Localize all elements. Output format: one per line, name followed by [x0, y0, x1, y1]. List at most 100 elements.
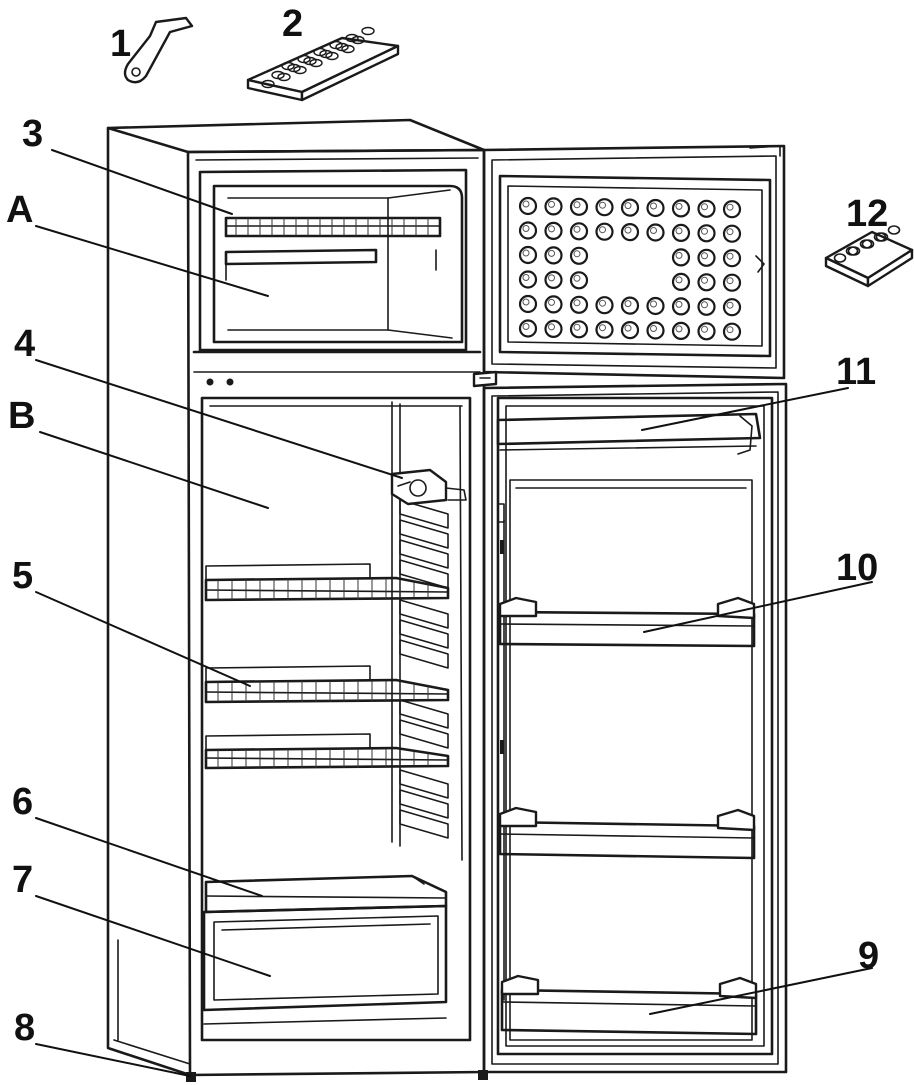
freezer-compartment	[198, 168, 468, 352]
dimple-highlight	[675, 227, 683, 235]
fridge-shelf-1	[204, 563, 450, 602]
egg-cell	[887, 225, 901, 235]
label-8: 8	[14, 1007, 35, 1049]
leader-11	[641, 387, 849, 431]
egg-cell	[875, 232, 889, 242]
egg-cell	[847, 246, 861, 256]
label-12: 12	[846, 193, 888, 235]
fridge-compartment	[200, 396, 472, 1042]
foot-right	[478, 1070, 488, 1080]
dimple-highlight	[701, 252, 708, 260]
leader-4	[35, 359, 403, 479]
fridge-shelf-3	[204, 733, 450, 770]
leader-5	[35, 591, 251, 687]
dimple-highlight	[522, 274, 530, 281]
fridge-shelf-2	[204, 665, 450, 704]
dimple-highlight	[726, 252, 734, 260]
dimple-highlight	[726, 203, 734, 211]
egg-tray	[824, 225, 914, 288]
dimple-highlight	[522, 225, 530, 232]
dimple-highlight	[599, 201, 606, 209]
label-11: 11	[836, 351, 876, 393]
tray-cell	[293, 65, 307, 75]
freezer-door	[482, 144, 786, 380]
ice-scraper	[123, 16, 194, 84]
thermostat-knob	[390, 468, 467, 506]
leader-B	[39, 431, 269, 509]
freezer-wire-shelf	[224, 216, 442, 238]
dimple-highlight	[726, 277, 734, 285]
dimple-highlight	[599, 324, 606, 332]
dimple-highlight	[726, 301, 734, 309]
dimple-highlight	[701, 227, 708, 235]
dimple-highlight	[624, 324, 632, 332]
door-shelf-middle	[498, 596, 756, 648]
dimple-highlight	[675, 202, 683, 210]
dimple-highlight	[548, 323, 555, 331]
leader-A	[35, 225, 269, 297]
tray-cell	[277, 72, 291, 82]
dimple-highlight	[548, 274, 555, 282]
foot-left	[186, 1072, 196, 1082]
ice-tray-cells	[261, 26, 375, 89]
dimple-highlight	[573, 201, 581, 209]
crisper-cover	[204, 874, 448, 914]
dimple-highlight	[726, 228, 734, 236]
dimple-highlight	[548, 225, 555, 233]
egg-cell	[833, 253, 847, 263]
side-ribs	[399, 499, 449, 839]
leader-3	[51, 149, 233, 215]
dimple-highlight	[573, 299, 581, 307]
freezer-door-dimples	[518, 196, 742, 341]
dimple-highlight	[573, 323, 581, 331]
crisper-drawer	[202, 904, 448, 1025]
label-B: B	[8, 395, 35, 437]
label-A: A	[6, 189, 33, 231]
label-4: 4	[14, 323, 35, 365]
label-9: 9	[858, 935, 879, 977]
dimple-highlight	[548, 249, 555, 257]
dimple-highlight	[599, 299, 606, 307]
dimple-highlight	[650, 300, 657, 308]
dimple-highlight	[701, 203, 708, 211]
dimple-highlight	[522, 298, 530, 306]
ice-tray	[246, 26, 400, 102]
tray-cell	[261, 79, 275, 89]
leader-8	[35, 1043, 191, 1077]
fridge-door	[472, 370, 788, 1074]
dimple-highlight	[650, 325, 657, 332]
tray-cell	[361, 26, 375, 36]
dimple-highlight	[650, 202, 657, 210]
door-shelf-lower	[498, 806, 756, 860]
egg-cell	[861, 239, 875, 249]
dimple-highlight	[522, 323, 530, 330]
dimple-highlight	[548, 298, 555, 306]
label-3: 3	[22, 113, 43, 155]
dimple-highlight	[522, 200, 530, 208]
bottle-shelf	[500, 974, 758, 1036]
label-1: 1	[110, 23, 131, 65]
door-shelf-top	[496, 412, 762, 455]
egg-tray-cells	[833, 225, 901, 263]
leader-lines	[35, 149, 873, 1077]
dimple-highlight	[573, 274, 581, 282]
label-5: 5	[12, 555, 33, 597]
label-7: 7	[12, 859, 33, 901]
dimple-highlight	[726, 326, 734, 334]
leader-10	[643, 581, 873, 633]
dimple-highlight	[573, 225, 581, 233]
dimple-highlight	[624, 202, 632, 210]
dimple-highlight	[701, 325, 708, 333]
leader-6	[35, 817, 263, 897]
dimple-highlight	[701, 301, 708, 309]
dimple-highlight	[624, 300, 632, 308]
callout-labels: 1 2 3 A 4 B 5 6 7 8 9 10 11 12	[6, 3, 888, 1049]
dimple-highlight	[675, 300, 683, 308]
label-10: 10	[836, 547, 878, 589]
dimple-highlight	[599, 226, 606, 234]
dimple-highlight	[675, 251, 683, 259]
tray-cell	[325, 51, 339, 61]
dimple-highlight	[650, 227, 657, 234]
